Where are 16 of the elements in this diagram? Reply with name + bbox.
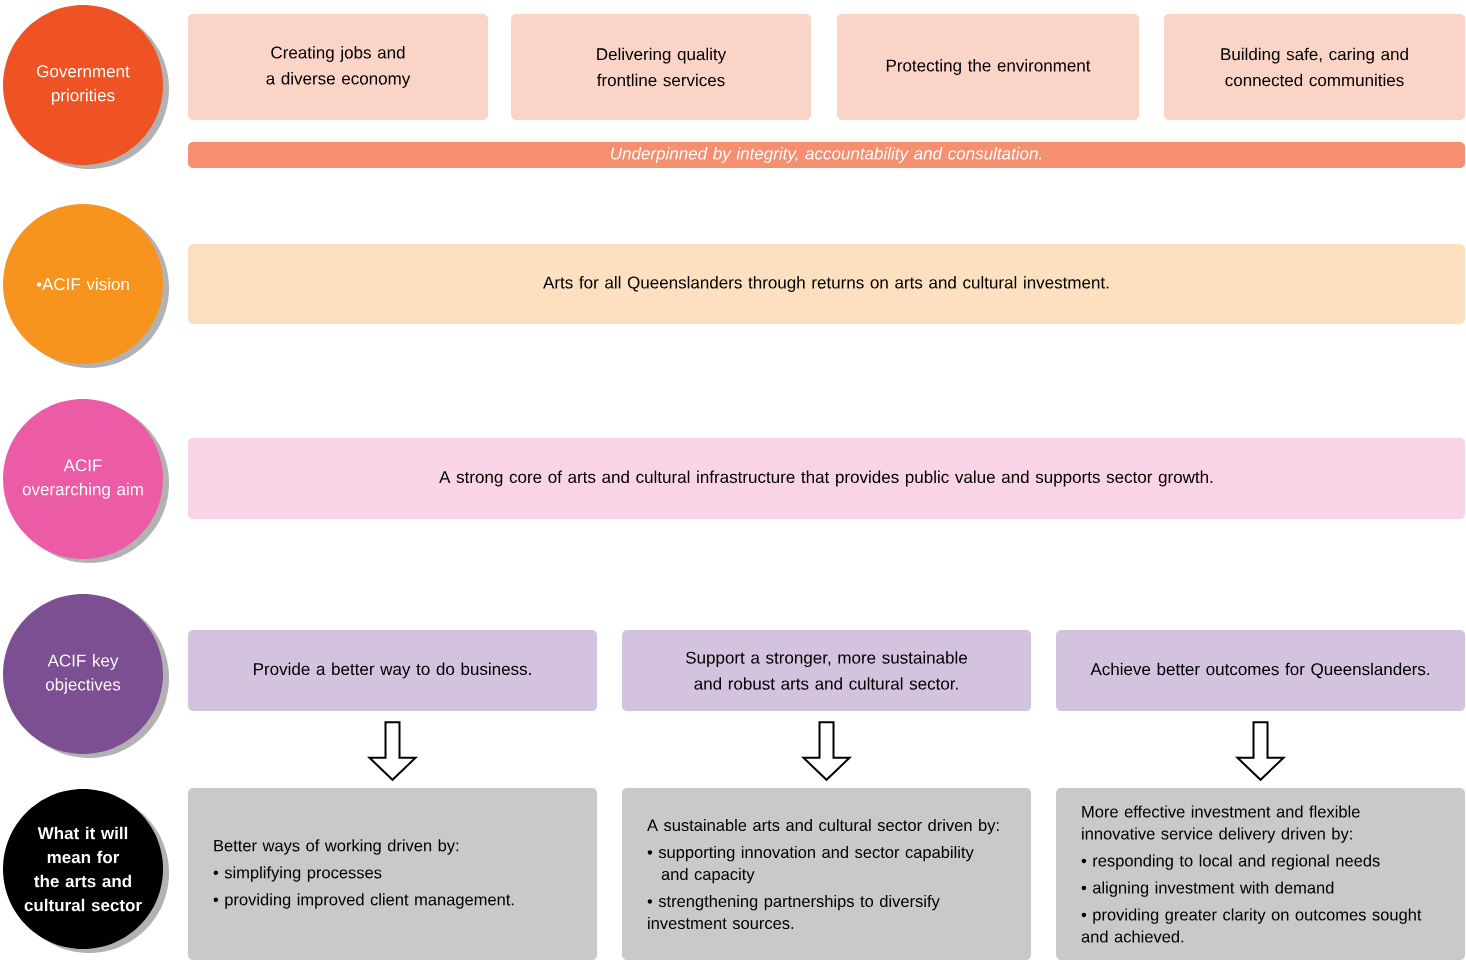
statement-box: Support a stronger, more sustainable and robust arts and cultural sector. bbox=[622, 630, 1031, 711]
outcome-box: More effective investment and flexible innovative service delivery driven by: • responding to local and regional needs • aligning investment with demand • providing greater clarity on outcomes sought and achieved. bbox=[1056, 788, 1465, 960]
statement-box: A strong core of arts and cultural infrastructure that provides public value and supports sector growth. bbox=[188, 438, 1465, 519]
banner-bar: Underpinned by integrity, accountability and consultation. bbox=[188, 142, 1465, 168]
statement-box: Provide a better way to do business. bbox=[188, 630, 597, 711]
arrow bbox=[1235, 721, 1286, 782]
statement-box: Creating jobs and a diverse economy bbox=[188, 14, 488, 120]
statement-box: Protecting the environment bbox=[837, 14, 1139, 120]
statement-box: Arts for all Queenslanders through returns on arts and cultural investment. bbox=[188, 244, 1465, 324]
outcome-box: Better ways of working driven by: • simplifying processes • providing improved client management. bbox=[188, 788, 597, 960]
statement-box: Achieve better outcomes for Queenslanders. bbox=[1056, 630, 1465, 711]
statement-box: Building safe, caring and connected communities bbox=[1164, 14, 1465, 120]
arrow bbox=[367, 721, 418, 782]
statement-box: Delivering quality frontline services bbox=[511, 14, 811, 120]
outcome-box: A sustainable arts and cultural sector driven by: • supporting innovation and sector capability and capacity • strengthening partnerships to diversify investment sources. bbox=[622, 788, 1031, 960]
arrow bbox=[801, 721, 852, 782]
